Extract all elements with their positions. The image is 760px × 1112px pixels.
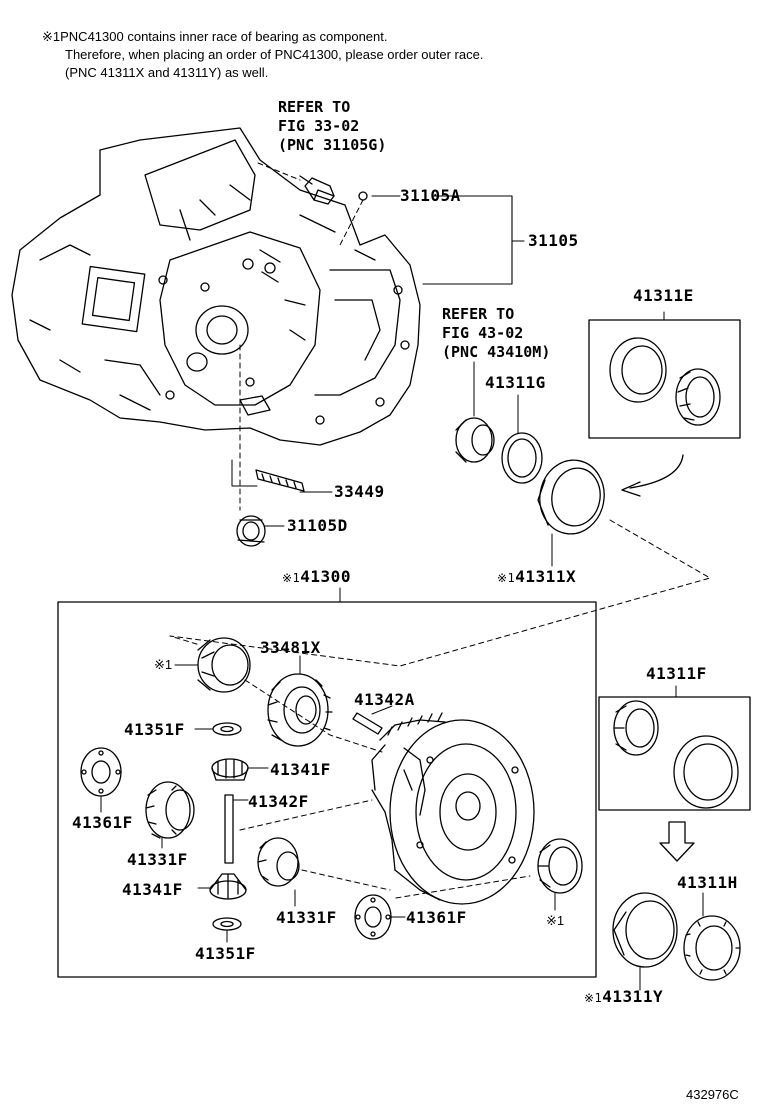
bearing-inner-race-right-drawing [537,838,583,894]
outer-race-41311y-drawing [612,892,678,968]
label-41311g[interactable]: 41311G [485,373,546,392]
pin-41342a-drawing [352,712,383,735]
refer-line: (PNC 43410M) [442,343,551,361]
note-line-3: (PNC 41311X and 41311Y) as well. [65,65,269,80]
shaft-41342f-drawing [224,794,234,864]
mark-bearing-right: ※1 [546,913,565,928]
note-line-1: ※1PNC41300 contains inner race of bearin… [42,29,388,44]
label-41331f-bottom[interactable]: 41331F [276,908,337,927]
label-41351f-top[interactable]: 41351F [124,720,185,739]
note-line-2: Therefore, when placing an order of PNC4… [65,47,484,62]
refer-line: (PNC 31105G) [278,136,387,154]
label-41351f-bottom[interactable]: 41351F [195,944,256,963]
speedometer-gear-33481x-drawing [267,673,333,747]
label-41311f[interactable]: 41311F [646,664,707,683]
label-31105d[interactable]: 31105D [287,516,348,535]
label-41331f-left[interactable]: 41331F [127,850,188,869]
label-41361f-bottom[interactable]: 41361F [406,908,467,927]
washer-41351f-bottom-drawing [212,917,242,931]
kit-41311f-box [598,696,751,811]
label-41311y[interactable]: ※141311Y [584,987,664,1006]
part-33449-drawing [255,469,305,492]
plug-31105a-drawing [358,191,368,201]
label-33481x[interactable]: 33481X [260,638,321,657]
bearing-inner-race-top-drawing [197,637,251,693]
label-31105a[interactable]: 31105A [400,186,461,205]
refer-line: FIG 43-02 [442,324,524,342]
label-41311h[interactable]: 41311H [677,873,738,892]
bolt-31105g-drawing [299,175,335,205]
outer-race-41311x-drawing [537,459,605,535]
down-arrow [659,821,695,862]
thrust-washer-41361f-left-drawing [80,747,122,797]
label-41342a[interactable]: 41342A [354,690,415,709]
side-gear-41331f-left-drawing [145,781,195,839]
transmission-case-drawing [11,127,421,446]
refer-fig-33-02: REFER TO FIG 33-02 (PNC 31105G) [278,98,386,155]
label-41361f-left[interactable]: 41361F [72,813,133,832]
label-41341f-top[interactable]: 41341F [270,760,331,779]
label-33449[interactable]: 33449 [334,482,385,501]
refer-line: REFER TO [442,305,515,323]
refer-line: FIG 33-02 [278,117,360,135]
bearing-43410m-drawing [455,417,543,484]
label-41311e[interactable]: 41311E [633,286,694,305]
side-gear-41331f-bottom-drawing [257,837,300,887]
refer-line: REFER TO [278,98,351,116]
bearing-41311f-drawing [613,700,739,809]
curved-arrow-head [621,481,641,497]
thrust-washer-41361f-bottom-drawing [354,894,392,940]
mark-bearing-top: ※1 [154,657,173,672]
bearing-41311e-drawing [609,337,721,426]
label-41311x[interactable]: ※141311X [497,567,577,586]
differential-41300-box [57,601,597,978]
label-41341f-bottom[interactable]: 41341F [122,880,183,899]
label-41300[interactable]: ※141300 [282,567,351,586]
differential-case-drawing [371,712,535,905]
pinion-41341f-top-drawing [211,758,249,781]
label-31105[interactable]: 31105 [528,231,579,250]
pinion-41341f-bottom-drawing [209,873,247,900]
shim-41311h-drawing [683,915,741,981]
oil-seal-31105d-drawing [236,515,266,547]
washer-41351f-top-drawing [212,722,242,736]
label-41342f[interactable]: 41342F [248,792,309,811]
curved-arrow [629,454,684,489]
figure-code: 432976C [686,1087,739,1102]
refer-fig-43-02: REFER TO FIG 43-02 (PNC 43410M) [442,305,550,362]
